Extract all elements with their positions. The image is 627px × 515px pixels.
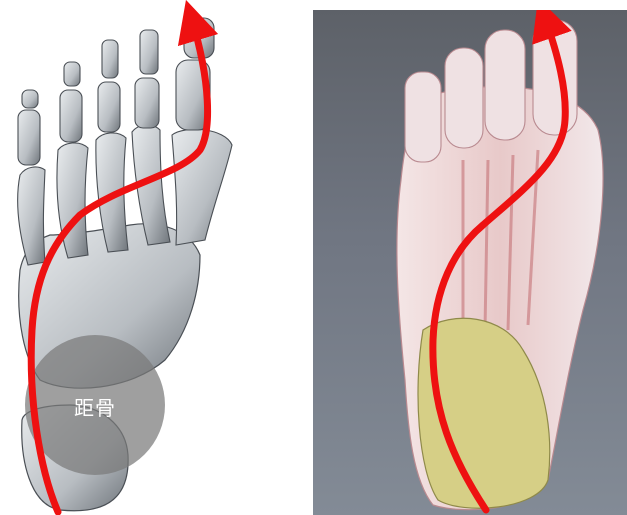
foot-anatomy-render bbox=[313, 10, 627, 515]
foot-soft-tissue-drawing bbox=[313, 10, 627, 515]
talus-label: 距骨 bbox=[55, 392, 135, 421]
foot-skeleton-illustration: 距骨 bbox=[0, 0, 300, 515]
foot-bones-drawing bbox=[0, 0, 300, 515]
